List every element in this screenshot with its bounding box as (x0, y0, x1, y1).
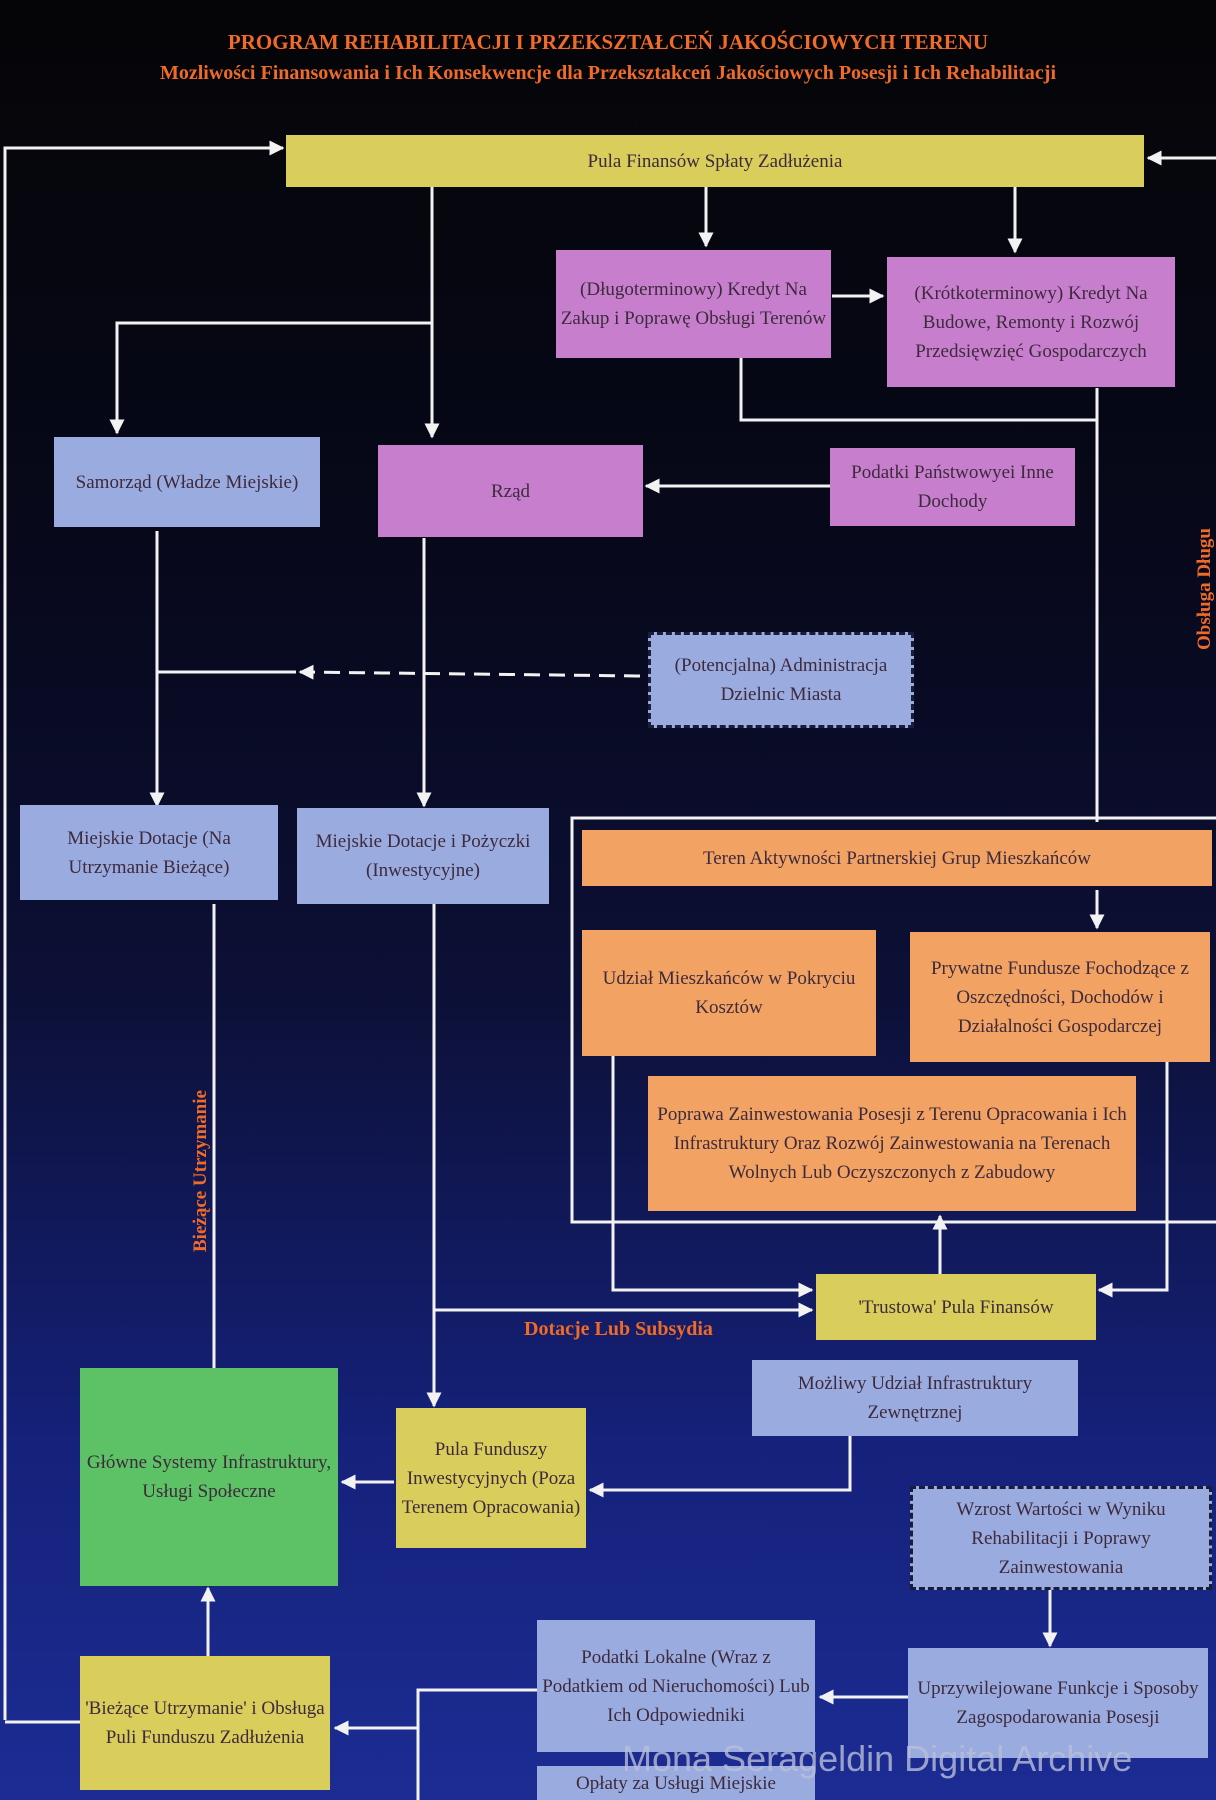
long-term-credit: (Długoterminowy) Kredyt Na Zakup i Popra… (556, 250, 831, 358)
diagram-title: PROGRAM REHABILITACJI I PRZEKSZTAŁCEŃ JA… (227, 30, 989, 54)
short-term-credit: (Krótkoterminowy) Kredyt Na Budowe, Remo… (887, 257, 1175, 387)
current-maintenance: 'Bieżące Utrzymanie' i Obsługa Puli Fund… (80, 1656, 330, 1790)
resident-partnership-area: Teren Aktywności Partnerskiej Grup Miesz… (582, 830, 1212, 886)
debt-repayment-pool: Pula Finansów Spłaty Zadłużenia (286, 135, 1144, 187)
local-taxes: Podatki Lokalne (Wraz z Podatkiem od Nie… (537, 1620, 815, 1752)
label-current-maintenance: Bieżące Utrzymanie (190, 1090, 211, 1252)
investment-fund-pool: Pula Funduszy Inwestycyjnych (Poza Teren… (396, 1408, 586, 1548)
external-infrastructure: Możliwy Udział Infrastruktury Zewnętrzne… (752, 1360, 1078, 1436)
value-increase: Wzrost Wartości w Wyniku Rehabilitacji i… (910, 1486, 1212, 1590)
state-taxes: Podatki Państwowyei Inne Dochody (830, 448, 1075, 526)
property-improvement: Poprawa Zainwestowania Posesji z Terenu … (648, 1076, 1136, 1211)
resident-cost-share: Udział Mieszkańców w Pokryciu Kosztów (582, 930, 876, 1056)
municipal-service-fees: Opłaty za Usługi Miejskie (537, 1766, 815, 1800)
label-debt-service: Obsługa Długu (1194, 528, 1215, 650)
main-infrastructure-systems: Główne Systemy Infrastruktury, Usługi Sp… (80, 1368, 338, 1586)
diagram-subtitle: Mozliwości Finansowania i Ich Konsekwenc… (159, 62, 1057, 84)
trust-fund-pool: 'Trustowa' Pula Finansów (816, 1274, 1096, 1340)
local-government: Samorząd (Władze Miejskie) (54, 437, 320, 527)
municipal-investment-subsidies: Miejskie Dotacje i Pożyczki (Inwestycyjn… (297, 808, 549, 904)
district-administration: (Potencjalna) Administracja Dzielnic Mia… (648, 632, 914, 728)
watermark: Mona Serageldin Digital Archive (622, 1738, 1133, 1779)
label-grants-subsidies: Dotacje Lub Subsydia (524, 1318, 713, 1340)
central-government: Rząd (378, 445, 643, 537)
private-funds: Prywatne Fundusze Fochodzące z Oszczędno… (910, 932, 1210, 1062)
preferred-land-uses: Uprzywilejowane Funkcje i Sposoby Zagosp… (908, 1648, 1208, 1758)
municipal-current-subsidies: Miejskie Dotacje (Na Utrzymanie Bieżące) (20, 805, 278, 900)
